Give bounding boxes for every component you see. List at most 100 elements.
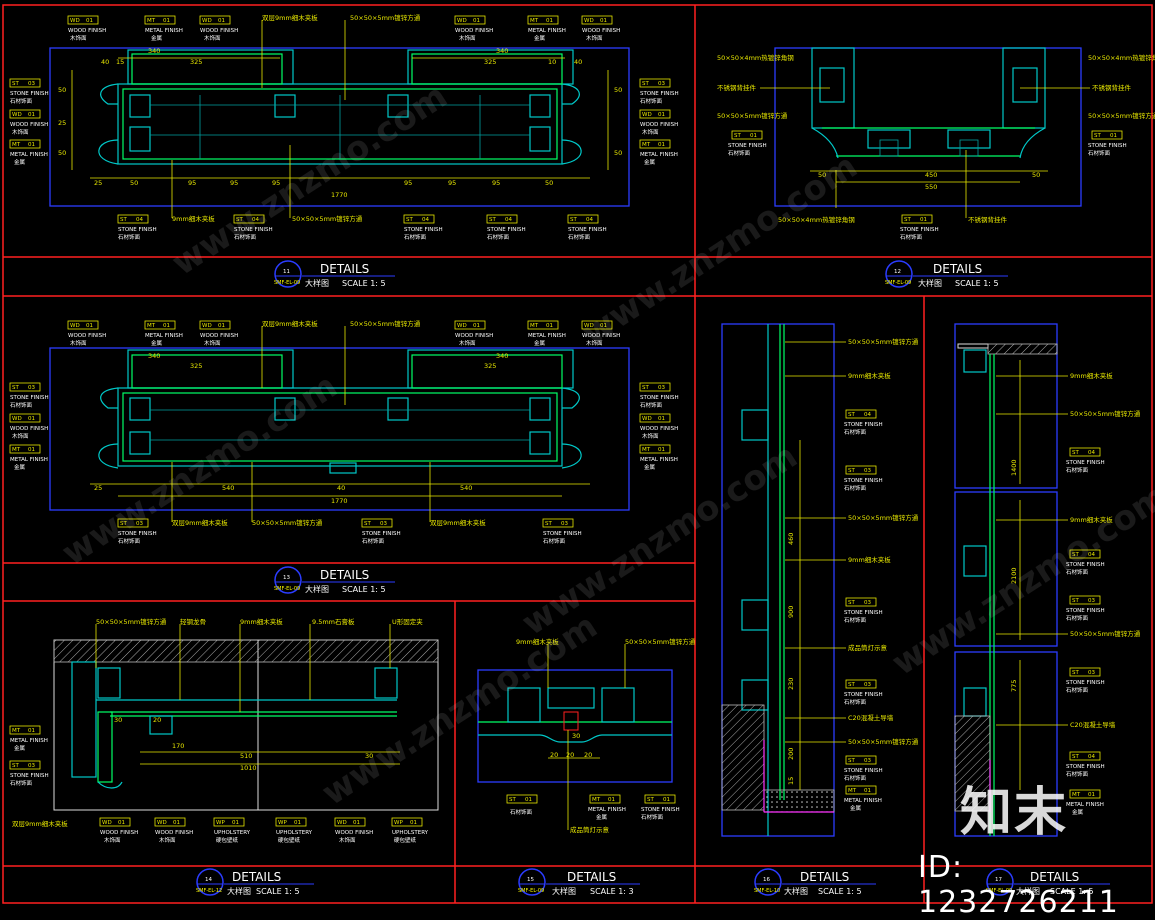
- stone-finish-cn: 石材饰面: [844, 698, 867, 706]
- note-pipe: 50×50×5mm镀锌方通: [717, 111, 788, 120]
- tag-st: ST: [545, 521, 552, 527]
- tag-wd: WD: [337, 820, 347, 826]
- dim-40: 40: [574, 58, 582, 66]
- tag-st: ST: [1072, 754, 1079, 760]
- title-11-ref: SMF-EL-09: [274, 280, 300, 286]
- wood-finish-cn: 木饰面: [70, 339, 87, 347]
- title-13-word: DETAILS: [320, 568, 369, 582]
- stone-finish-cn: 石材饰面: [487, 233, 510, 241]
- wood-finish-cn: 木饰面: [70, 34, 87, 42]
- tag-st-num: 03: [380, 521, 387, 527]
- wood-finish-cn: 木饰面: [642, 128, 659, 136]
- metal-finish-cn: 金属: [1072, 808, 1083, 816]
- tag-wd: WD: [584, 323, 594, 329]
- tag-wd: WD: [12, 416, 22, 422]
- stone-finish-cn: 石材饰面: [844, 428, 867, 436]
- title-12-cn: 大样图: [918, 278, 942, 288]
- upholstery-cn: 硬包壁纸: [394, 836, 417, 844]
- tag-st: ST: [642, 385, 649, 391]
- stone-finish-cn: 石材饰面: [362, 537, 385, 545]
- tag-st: ST: [647, 797, 654, 803]
- tag-st-num: 01: [1110, 133, 1117, 139]
- stone-finish-cn: 石材饰面: [1088, 149, 1111, 157]
- tag-wd-num: 01: [173, 820, 180, 826]
- tag-st-num: 04: [136, 217, 143, 223]
- stone-finish-en: STONE FINISH: [844, 422, 883, 428]
- tag-wp: WP: [216, 820, 225, 826]
- wood-finish-en: WOOD FINISH: [455, 28, 493, 34]
- tag-mt-num: 01: [608, 797, 615, 803]
- stone-finish-en: STONE FINISH: [1066, 562, 1105, 568]
- detail-13: 340 325 340 325 25 540 40 540 1770 双层9mm…: [9, 319, 679, 545]
- dim-50: 50: [58, 149, 66, 157]
- detail-12: 50 450 50 550 50×50×4mm热镀锌角钢 不锈钢背挂件 50×5…: [717, 47, 1155, 241]
- tag-st: ST: [848, 412, 855, 418]
- wood-finish-en: WOOD FINISH: [200, 333, 238, 339]
- dim-95: 95: [188, 179, 196, 187]
- tag-st: ST: [489, 217, 496, 223]
- tag-st: ST: [848, 758, 855, 764]
- tag-wd-num: 01: [473, 18, 480, 24]
- tag-wp-num: 01: [294, 820, 301, 826]
- note-double-board: 双层9mm细木夹板: [12, 819, 68, 828]
- note-keel: 轻钢龙骨: [180, 617, 206, 626]
- tag-st-num: 03: [136, 521, 143, 527]
- title-13-ref: SMF-EL-09: [274, 586, 300, 592]
- wood-finish-en: WOOD FINISH: [455, 333, 493, 339]
- stone-finish-cn: 石材饰面: [728, 149, 751, 157]
- dim-340: 340: [496, 352, 508, 360]
- note-double-board: 双层9mm细木夹板: [430, 518, 486, 527]
- tag-st-num: 04: [1088, 552, 1095, 558]
- stone-finish-en: STONE FINISH: [844, 610, 883, 616]
- tag-mt-num: 01: [864, 788, 871, 794]
- stone-finish-cn: 石材饰面: [10, 779, 33, 787]
- title-block-17: 17 SMF-EL-09 DETAILS 大样图 SCALE 1: 5: [986, 868, 1110, 896]
- tag-wd-num: 01: [28, 416, 35, 422]
- dim-30: 30: [572, 732, 580, 740]
- tag-mt-num: 01: [658, 142, 665, 148]
- tag-st: ST: [236, 217, 243, 223]
- metal-finish-en: METAL FINISH: [844, 798, 882, 804]
- dim-20: 20: [550, 751, 558, 759]
- title-block-13: 13 SMF-EL-09 DETAILS 大样图 SCALE 1: 5: [274, 566, 395, 594]
- stone-finish-cn: 石材饰面: [543, 537, 566, 545]
- tag-mt: MT: [1072, 792, 1081, 798]
- wood-finish-en: WOOD FINISH: [640, 122, 678, 128]
- tag-mt: MT: [848, 788, 857, 794]
- stone-finish-en: STONE FINISH: [10, 91, 49, 97]
- wood-finish-en: WOOD FINISH: [68, 333, 106, 339]
- tag-st: ST: [1072, 552, 1079, 558]
- stone-finish-cn: 石材饰面: [1066, 686, 1089, 694]
- note-double-board: 双层9mm细木夹板: [262, 319, 318, 328]
- stone-finish-cn: 石材饰面: [234, 233, 257, 241]
- tag-mt-num: 01: [546, 323, 553, 329]
- stone-finish-en: STONE FINISH: [362, 531, 401, 537]
- note-pipe: 50×50×5mm镀锌方通: [350, 13, 421, 22]
- title-13-scale: SCALE 1: 5: [342, 585, 386, 594]
- dim-20: 20: [153, 716, 161, 724]
- note-pipe: 50×50×5mm镀锌方通: [96, 617, 167, 626]
- tag-wd-num: 01: [600, 323, 607, 329]
- note-double-board: 双层9mm细木夹板: [262, 13, 318, 22]
- tag-st-num: 04: [1088, 754, 1095, 760]
- wood-finish-en: WOOD FINISH: [10, 426, 48, 432]
- note-board9: 9mm细木夹板: [1070, 371, 1113, 380]
- title-14-num: 14: [205, 877, 212, 883]
- tag-mt: MT: [530, 18, 539, 24]
- tag-st-num: 03: [864, 682, 871, 688]
- stone-finish-cn: 石材饰面: [1066, 770, 1089, 778]
- stone-finish-en: STONE FINISH: [118, 531, 157, 537]
- stone-finish-en: STONE FINISH: [118, 227, 157, 233]
- dim-200: 200: [787, 748, 795, 760]
- wood-finish-en: WOOD FINISH: [10, 122, 48, 128]
- tag-mt-num: 01: [1088, 792, 1095, 798]
- tag-st: ST: [570, 217, 577, 223]
- tag-mt: MT: [592, 797, 601, 803]
- title-14-ref: SMF-EL-12: [196, 888, 222, 894]
- tag-wd: WD: [457, 18, 467, 24]
- wood-finish-cn: 木饰面: [12, 432, 29, 440]
- tag-st-num: 03: [28, 81, 35, 87]
- metal-finish-en: METAL FINISH: [145, 28, 183, 34]
- tag-wd: WD: [70, 323, 80, 329]
- wood-finish-cn: 木饰面: [204, 34, 221, 42]
